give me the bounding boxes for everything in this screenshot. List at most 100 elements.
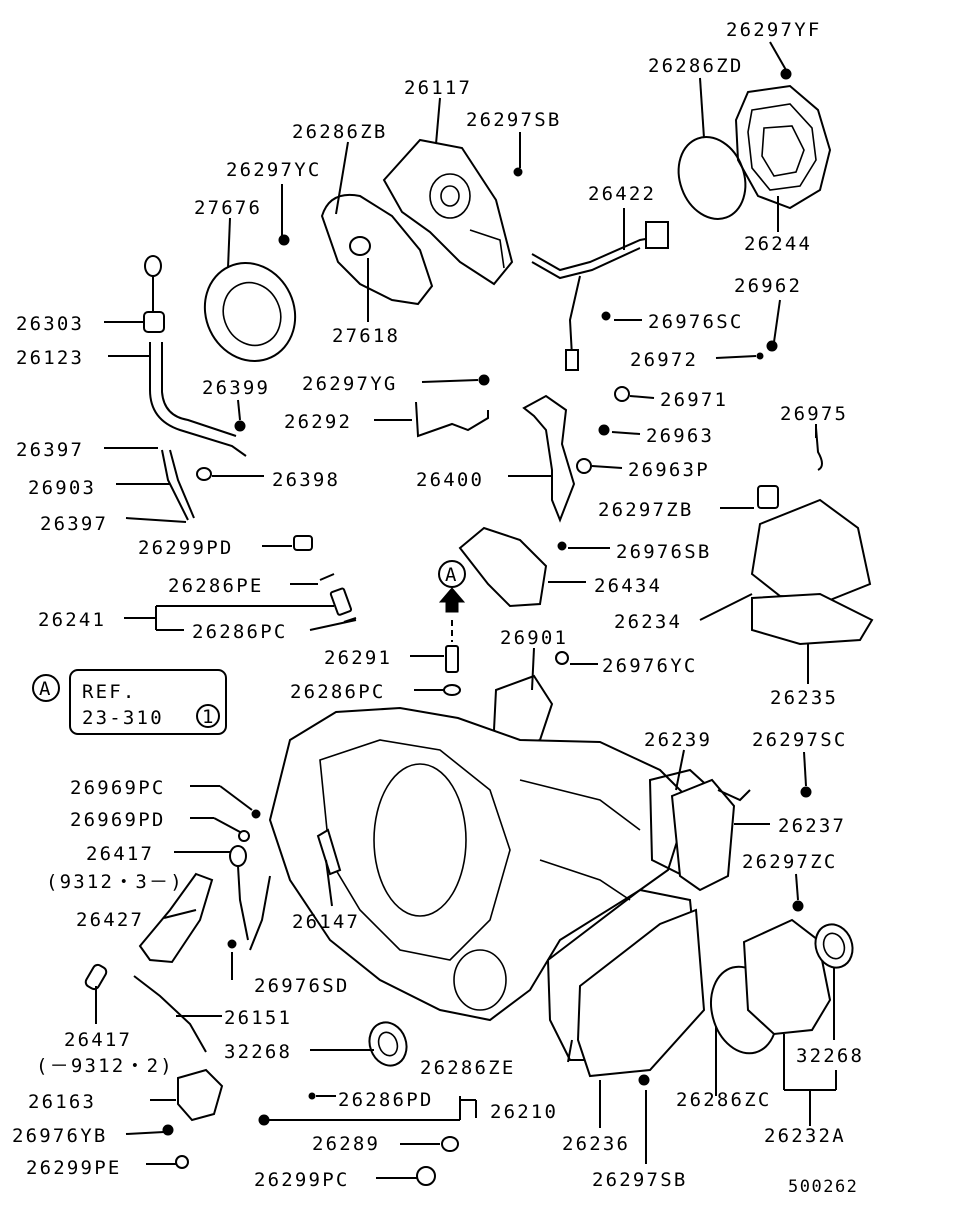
label-26971: 26971: [660, 389, 728, 411]
plate-shape: [203, 234, 297, 362]
bracket-26292-shape: [415, 401, 489, 438]
nut-26963-shape: [598, 424, 610, 436]
label-26289: 26289: [312, 1133, 380, 1155]
cover-26236-shape: [576, 908, 706, 1078]
label-26234: 26234: [614, 611, 682, 633]
label-26297SC: 26297SC: [752, 729, 847, 751]
label-26244: 26244: [744, 233, 812, 255]
plug-26299PC-shape: [416, 1166, 436, 1186]
label-26400: 26400: [416, 469, 484, 491]
label-26239: 26239: [644, 729, 712, 751]
label-26236: 26236: [562, 1133, 630, 1155]
label-26972: 26972: [630, 349, 698, 371]
label-26397-b: 26397: [40, 513, 108, 535]
cover-26237-shape: [670, 778, 736, 892]
label-27676: 27676: [194, 197, 262, 219]
label-26210: 26210: [490, 1101, 558, 1123]
label-26962: 26962: [734, 275, 802, 297]
label-26399: 26399: [202, 377, 270, 399]
bolt-26291-shape: [445, 645, 459, 673]
label-26286ZD: 26286ZD: [648, 55, 743, 77]
bolt-26962-shape: [766, 340, 778, 352]
ref-number: 23-310: [82, 707, 164, 729]
label-32268-b: 32268: [796, 1045, 864, 1067]
arrow-to-a: [438, 587, 466, 642]
label-26241: 26241: [38, 609, 106, 631]
nut-26963P-shape: [576, 458, 592, 474]
cover-shape: [382, 138, 514, 286]
label-26151: 26151: [224, 1007, 292, 1029]
label-26292: 26292: [284, 411, 352, 433]
diagram-number: 500262: [788, 1177, 858, 1197]
label-9312-2: (－9312・2): [36, 1055, 174, 1077]
linkage-shape: [84, 845, 271, 1169]
washer-26969PD-shape: [238, 830, 250, 842]
label-26299PD: 26299PD: [138, 537, 233, 559]
transmission-case-shape: [268, 706, 692, 1022]
ref-circle-number: 1: [202, 706, 216, 728]
label-26297YG: 26297YG: [302, 373, 397, 395]
seal-32268-left-shape: [368, 1021, 408, 1067]
adapter-26232A-shape: [710, 900, 854, 1055]
label-26297ZC: 26297ZC: [742, 851, 837, 873]
switch-26434-shape: [458, 526, 567, 608]
label-26976SC: 26976SC: [648, 311, 743, 333]
washer-26969PC-shape: [251, 809, 261, 819]
pin-26975-shape: [815, 427, 823, 471]
washer-26972-shape: [756, 352, 764, 360]
label-26286ZB: 26286ZB: [292, 121, 387, 143]
label-26286PE: 26286PE: [168, 575, 263, 597]
label-9312-3: (9312・3－): [46, 871, 184, 893]
label-26417-a: 26417: [86, 843, 154, 865]
bracket-side-shape: [717, 789, 751, 802]
label-26963: 26963: [646, 425, 714, 447]
label-26286PC-a: 26286PC: [192, 621, 287, 643]
label-26969PC: 26969PC: [70, 777, 165, 799]
marker-a: A: [445, 564, 459, 586]
label-26297YC: 26297YC: [226, 159, 321, 181]
label-26975: 26975: [780, 403, 848, 425]
label-26235: 26235: [770, 687, 838, 709]
bolt-26297SC-shape: [800, 786, 812, 798]
callout-a: A: [39, 678, 53, 700]
plug-26299PD-shape: [293, 535, 313, 551]
label-26232A: 26232A: [764, 1125, 846, 1147]
label-26901: 26901: [500, 627, 568, 649]
label-26299PE: 26299PE: [26, 1157, 121, 1179]
label-26286ZE: 26286ZE: [420, 1057, 515, 1079]
washer-26286PC-b-shape: [443, 684, 461, 696]
sensor-harness-shape: [513, 167, 669, 371]
part-labels: 26297YF 26286ZD 26117 26297SB 26286ZB 26…: [12, 19, 864, 1197]
label-27618: 27618: [332, 325, 400, 347]
bolt-26297YG-shape: [478, 374, 490, 386]
washer-26286PE-shape: [319, 573, 335, 581]
label-26398: 26398: [272, 469, 340, 491]
leader-lines: [95, 41, 837, 1179]
ref-label: REF.: [82, 681, 137, 703]
label-26434: 26434: [594, 575, 662, 597]
label-26147: 26147: [292, 911, 360, 933]
label-26286PD: 26286PD: [338, 1089, 433, 1111]
label-26237: 26237: [778, 815, 846, 837]
label-26422: 26422: [588, 183, 656, 205]
reference-callout: A A REF. 23-310 1: [32, 560, 466, 735]
label-26297SB-top: 26297SB: [466, 109, 561, 131]
gasket-shape: [320, 194, 434, 306]
label-26417-b: 26417: [64, 1029, 132, 1051]
label-26117: 26117: [404, 77, 472, 99]
label-26969PD: 26969PD: [70, 809, 165, 831]
label-26286PC-b: 26286PC: [290, 681, 385, 703]
seal-27618-shape: [349, 236, 371, 256]
label-26297ZB: 26297ZB: [598, 499, 693, 521]
label-26303: 26303: [16, 313, 84, 335]
bolt-26976SC-shape: [601, 311, 611, 321]
bolt-26210-shape: [258, 1114, 270, 1126]
label-26397-a: 26397: [16, 439, 84, 461]
label-26286ZC: 26286ZC: [676, 1089, 771, 1111]
nut-26971-shape: [614, 386, 630, 402]
label-26427: 26427: [76, 909, 144, 931]
label-26299PC: 26299PC: [254, 1169, 349, 1191]
washer-26289-shape: [441, 1136, 459, 1152]
